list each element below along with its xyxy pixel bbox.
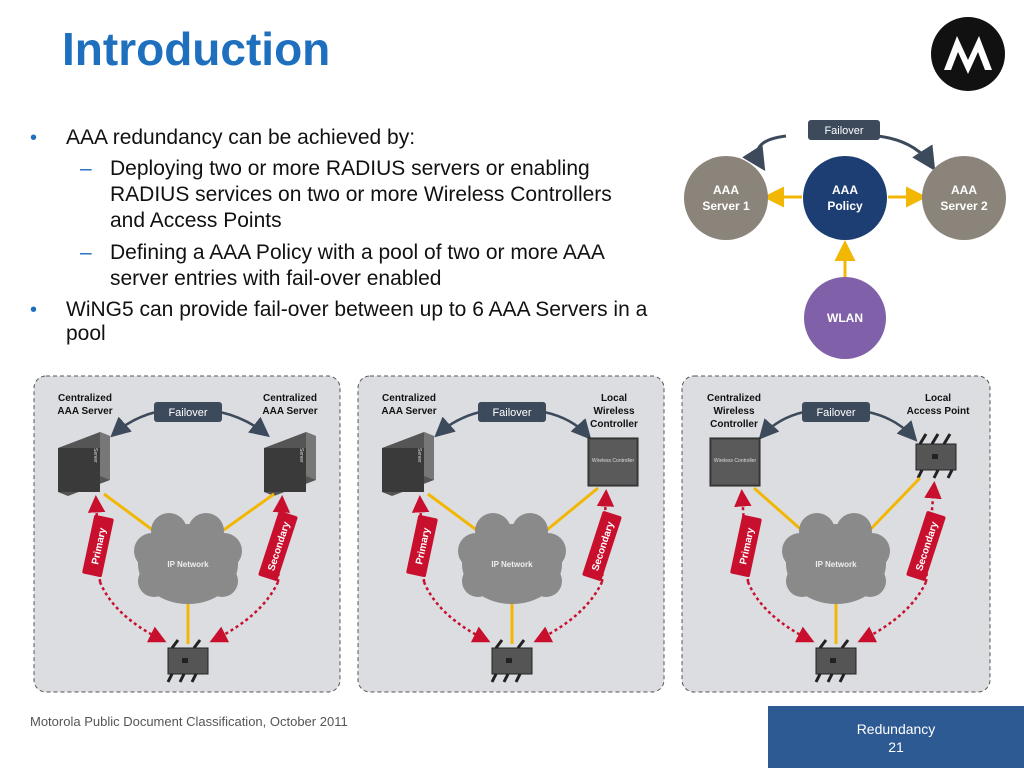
panel-1: Centralized AAA Server Centralized AAA S… [33, 375, 341, 693]
bullet-text: AAA redundancy can be achieved by: [66, 126, 416, 149]
access-point-icon [490, 639, 533, 683]
footer-section-box: Redundancy 21 [768, 706, 1024, 768]
footer-page-number: 21 [888, 739, 904, 755]
right-server-icon: Server [264, 432, 316, 496]
left-server-icon: Server [58, 432, 110, 496]
failover-label: Failover [824, 125, 863, 137]
failover-tag [154, 402, 222, 422]
left-node-line1: Centralized [707, 393, 761, 404]
bullet-text: WiNG5 can provide fail-over between up t… [66, 298, 648, 345]
bullet-dot: • [30, 127, 38, 149]
cloud-label: IP Network [815, 560, 857, 569]
left-node-line3: Controller [710, 419, 758, 430]
primary-tag: Primary [82, 514, 114, 578]
left-node-line2: AAA Server [57, 406, 112, 417]
aaa-policy-line2: Policy [827, 199, 863, 213]
bullet-item: • AAA redundancy can be achieved by: [30, 126, 650, 150]
bullet-item: • WiNG5 can provide fail-over between up… [30, 298, 650, 346]
ip-network-cloud: IP Network [458, 513, 566, 604]
footer-classification: Motorola Public Document Classification,… [30, 714, 348, 729]
right-device-label: Server [298, 448, 304, 463]
footer-section-label: Redundancy [856, 721, 936, 737]
bullet-list: • AAA redundancy can be achieved by: – D… [30, 126, 650, 352]
aaa-policy-node [803, 156, 887, 240]
right-node-line1: Local [925, 393, 951, 404]
failover-arrow-right [877, 134, 936, 172]
right-node-line2: Wireless [593, 406, 634, 417]
failover-arrow-right [867, 410, 918, 442]
aaa-policy-diagram: Failover AAA Server 1 AAA Policy AAA Ser… [684, 120, 1006, 359]
failover-arrow-right [543, 410, 592, 440]
right-node-line3: Controller [590, 419, 638, 430]
secondary-tag: Secondary [258, 511, 298, 581]
right-node-line1: Local [601, 393, 627, 404]
sub-bullet-dash: – [80, 241, 92, 264]
panel-2: Centralized AAA Server Local Wireless Co… [357, 375, 665, 693]
motorola-logo-icon [931, 17, 1005, 91]
right-node-line2: AAA Server [262, 406, 317, 417]
left-node-line1: Centralized [382, 393, 436, 404]
primary-tag: Primary [406, 514, 438, 578]
left-node-line2: Wireless [713, 406, 754, 417]
failover-arrow-left [110, 410, 157, 438]
sub-bullet-item: – Deploying two or more RADIUS servers o… [30, 156, 650, 234]
failover-arrow-left [434, 410, 481, 438]
failover-arrow-left [742, 134, 787, 172]
aaa-server-1-node [684, 156, 768, 240]
failover-label: Failover [168, 407, 207, 419]
right-device-label: Wireless Controller [592, 458, 635, 464]
aaa-policy-line1: AAA [832, 183, 858, 197]
left-device-label: Server [416, 448, 422, 463]
primary-tag: Primary [730, 514, 762, 578]
aaa-server-1-line1: AAA [713, 183, 739, 197]
sub-bullet-text: Deploying two or more RADIUS servers or … [110, 157, 612, 232]
left-node-line1: Centralized [58, 393, 112, 404]
wireless-controller-icon: Wireless Controller [587, 437, 639, 487]
left-node-line2: AAA Server [381, 406, 436, 417]
wlan-label: WLAN [827, 311, 863, 325]
cloud-label: IP Network [167, 560, 209, 569]
ip-network-cloud: IP Network [134, 513, 242, 604]
failover-tag [478, 402, 546, 422]
access-point-icon [814, 639, 857, 683]
left-device-label: Wireless Controller [714, 458, 757, 464]
panel-3: Centralized Wireless Controller Local Ac… [681, 375, 991, 693]
right-node-line1: Centralized [263, 393, 317, 404]
failover-arrow-left [758, 410, 805, 440]
cloud-label: IP Network [491, 560, 533, 569]
page-title: Introduction [62, 23, 331, 75]
aaa-server-2-line2: Server 2 [940, 199, 988, 213]
left-server-icon: Server [382, 432, 434, 496]
left-device-label: Server [92, 448, 98, 463]
wlan-node [804, 277, 886, 359]
local-access-point-icon [915, 433, 957, 479]
ip-network-cloud: IP Network [782, 513, 890, 604]
failover-tag [802, 402, 870, 422]
wireless-controller-icon: Wireless Controller [709, 437, 761, 487]
failover-tag [808, 120, 880, 140]
bullet-dot: • [30, 299, 38, 321]
aaa-server-1-line2: Server 1 [702, 199, 750, 213]
sub-bullet-text: Defining a AAA Policy with a pool of two… [110, 241, 604, 290]
access-point-icon [166, 639, 209, 683]
aaa-server-2-node [922, 156, 1006, 240]
sub-bullet-dash: – [80, 157, 92, 180]
right-node-line2: Access Point [907, 406, 970, 417]
failover-label: Failover [816, 407, 855, 419]
aaa-server-2-line1: AAA [951, 183, 977, 197]
failover-label: Failover [492, 407, 531, 419]
failover-arrow-right [219, 410, 270, 438]
sub-bullet-item: – Defining a AAA Policy with a pool of t… [30, 240, 650, 292]
